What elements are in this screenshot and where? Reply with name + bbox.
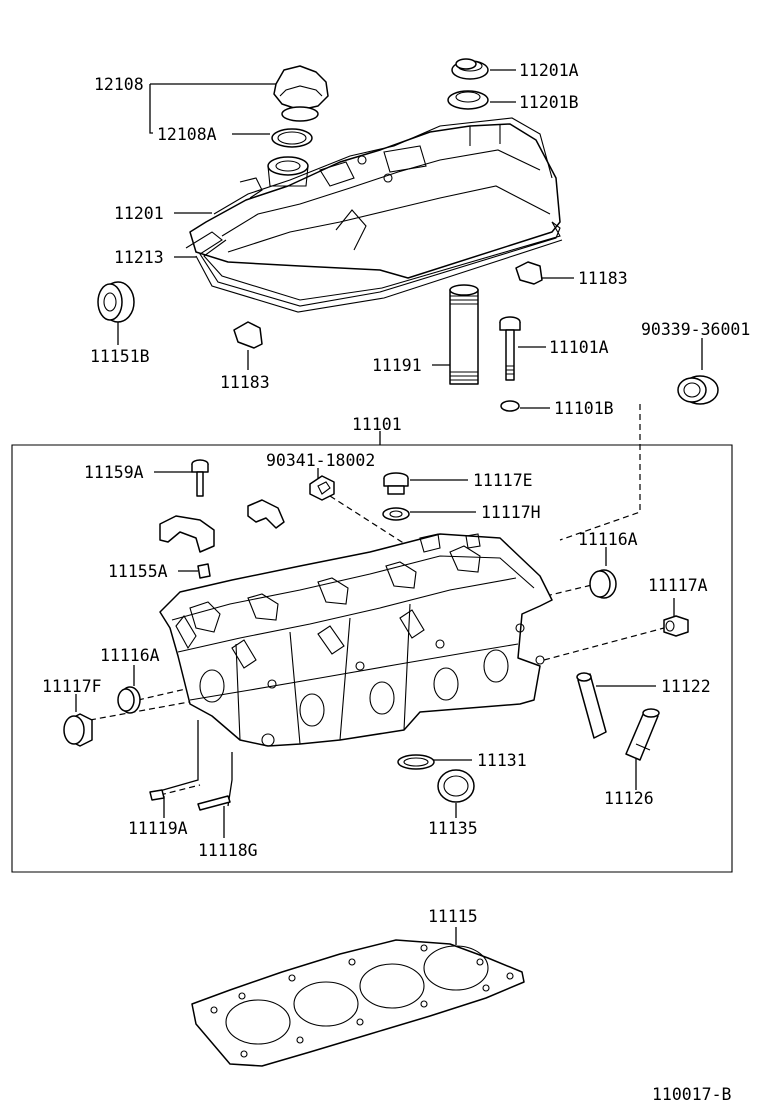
gasket-11117h: [382, 507, 410, 521]
callout-11116a-right: 11116A: [578, 530, 638, 549]
cylinder-head-frame: [11, 444, 733, 873]
cover-gasket: [185, 221, 561, 307]
callout-11117a: 11117A: [648, 576, 708, 595]
figure-code: 110017-B: [652, 1085, 732, 1104]
head-gasket: [191, 939, 525, 1067]
plug-11116a-right: [589, 569, 617, 599]
callout-12108: 12108: [94, 75, 144, 94]
plug-11117e: [383, 472, 409, 495]
callout-11101a: 11101A: [549, 338, 609, 357]
plug-11117a: [663, 615, 689, 637]
valve-guide-11126: [625, 708, 660, 761]
callout-11119a: 11119A: [128, 819, 188, 838]
cylinder-head-cover: [189, 117, 561, 279]
plug-90341: [309, 475, 335, 501]
callout-11117h: 11117H: [481, 503, 541, 522]
callout-11201: 11201: [114, 204, 164, 223]
callout-11118g: 11118G: [198, 841, 258, 860]
callout-11201a: 11201A: [519, 61, 579, 80]
callout-11191: 11191: [372, 356, 422, 375]
plug-11116a-left: [117, 686, 141, 714]
callout-11126: 11126: [604, 789, 654, 808]
pin-11119a: [149, 789, 165, 801]
callout-11159a: 11159A: [84, 463, 144, 482]
callout-11135: 11135: [428, 819, 478, 838]
callout-11183-left: 11183: [220, 373, 270, 392]
callout-11155a: 11155A: [108, 562, 168, 581]
callout-11101: 11101: [352, 415, 402, 434]
cylinder-head: [159, 533, 553, 747]
leader-lines: [75, 69, 703, 945]
bearing-cap-small: [247, 499, 285, 529]
spark-plug-tube: [449, 284, 479, 385]
callout-11213: 11213: [114, 248, 164, 267]
callout-90341-18002: 90341-18002: [266, 451, 375, 470]
cam-cap-bolt: [191, 459, 209, 497]
camshaft-seal: [677, 375, 719, 405]
bolt-washer: [500, 400, 520, 412]
dowel-pin: [197, 563, 211, 579]
callout-11115: 11115: [428, 907, 478, 926]
callout-11122: 11122: [661, 677, 711, 696]
plug-11117f: [63, 713, 93, 747]
pin-11118g: [197, 795, 231, 811]
callout-11151b: 11151B: [90, 347, 150, 366]
callout-labels: 12108 12108A 11201A 11201B 11201 11213 1…: [42, 61, 750, 1104]
callout-12108a: 12108A: [157, 125, 217, 144]
callout-11116a-left: 11116A: [100, 646, 160, 665]
callout-11101b: 11101B: [554, 399, 614, 418]
head-bolt: [499, 316, 521, 381]
cover-grommet-left: [233, 321, 263, 349]
callout-90339-36001: 90339-36001: [641, 320, 750, 339]
oil-seal: [97, 281, 135, 323]
bearing-cap-large: [159, 515, 215, 553]
seal-11135: [437, 769, 475, 803]
cover-grommet-right: [515, 261, 543, 285]
callout-11117f: 11117F: [42, 677, 102, 696]
gasket-11131: [397, 754, 435, 770]
valve-guide-11122: [576, 672, 607, 739]
callout-11183-right: 11183: [578, 269, 628, 288]
grommet-11201b: [447, 90, 489, 110]
grommet-11201a: [451, 58, 489, 80]
callout-11201b: 11201B: [519, 93, 579, 112]
callout-11117e: 11117E: [473, 471, 533, 490]
oil-filler-cap: [273, 65, 329, 122]
callout-11131: 11131: [477, 751, 527, 770]
